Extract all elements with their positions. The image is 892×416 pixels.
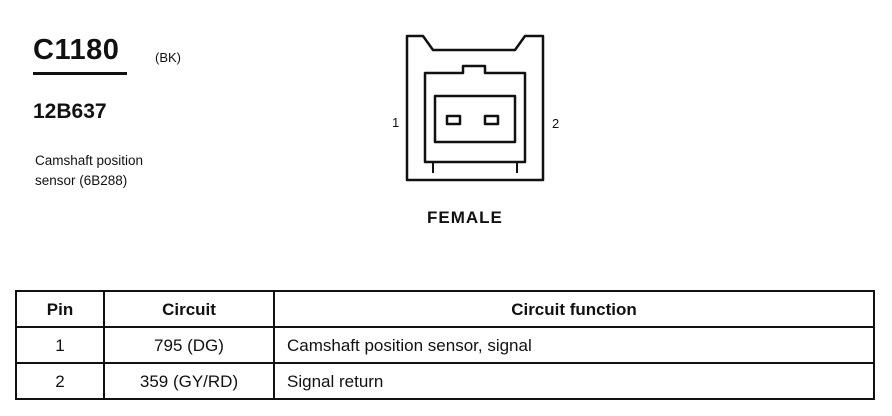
cell-circuit: 359 (GY/RD) — [103, 362, 275, 400]
pin-1-label: 1 — [392, 115, 400, 130]
pinout-table: Pin Circuit Circuit function 1 795 (DG) … — [15, 290, 875, 400]
component-description-line-2: sensor (6B288) — [35, 173, 128, 188]
table-header-row: Pin Circuit Circuit function — [15, 290, 875, 328]
connector-face-diagram: 1 2 — [385, 30, 575, 185]
header-pin: Pin — [15, 290, 105, 328]
connector-gender-label: FEMALE — [427, 208, 503, 227]
connector-id: C1180 — [33, 34, 120, 66]
table-row: 1 795 (DG) Camshaft position sensor, sig… — [15, 326, 875, 364]
connector-id-underline — [33, 72, 127, 75]
header-circuit-function: Circuit function — [273, 290, 875, 328]
component-description-line-1: Camshaft position — [35, 153, 144, 168]
cell-pin: 1 — [15, 326, 105, 364]
table-row: 2 359 (GY/RD) Signal return — [15, 362, 875, 400]
connector-face-drawing — [405, 34, 545, 182]
connector-color-code: (BK) — [155, 50, 181, 65]
cell-circuit-function: Camshaft position sensor, signal — [273, 326, 875, 364]
part-number: 12B637 — [33, 100, 107, 123]
cell-pin: 2 — [15, 362, 105, 400]
component-description: Camshaft position sensor (6B288) — [35, 151, 205, 191]
pin-2-label: 2 — [552, 116, 560, 131]
cell-circuit-function: Signal return — [273, 362, 875, 400]
header-circuit: Circuit — [103, 290, 275, 328]
cell-circuit: 795 (DG) — [103, 326, 275, 364]
